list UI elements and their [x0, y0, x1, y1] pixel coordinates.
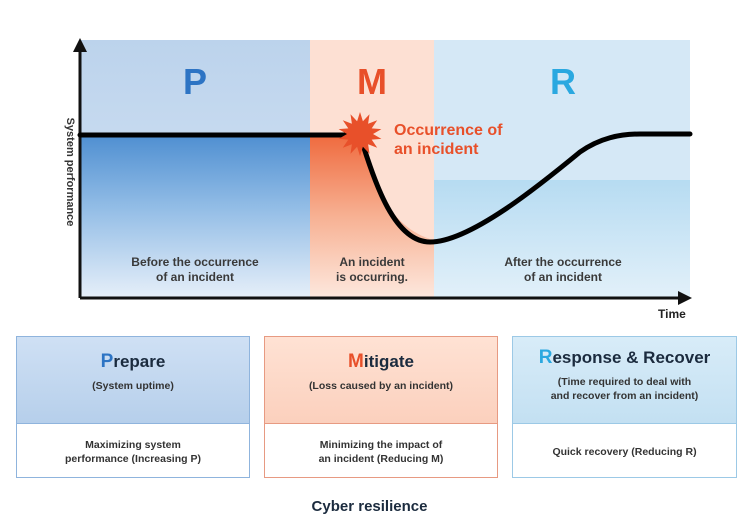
incident-label-line2: an incident	[394, 141, 479, 158]
prepare-card-subtitle: (System uptime)	[92, 380, 174, 392]
phase-letter-m: M	[357, 61, 387, 102]
phase-caption-m-line2: is occurring.	[336, 270, 408, 284]
mitigate-card: Mitigate (Loss caused by an incident) Mi…	[264, 336, 498, 478]
phase-letter-p: P	[183, 61, 207, 102]
recover-region-lower	[434, 180, 690, 298]
phase-caption-r-line1: After the occurrence	[504, 255, 622, 269]
phase-caption-p-line2: of an incident	[156, 270, 234, 284]
phase-caption-p-line1: Before the occurrence	[131, 255, 259, 269]
resilience-diagram: P M R Occurrence of an incident Before t…	[64, 38, 693, 321]
mitigate-card-subtitle: (Loss caused by an incident)	[308, 380, 454, 392]
prepare-card: Prepare (System uptime) Maximizing syste…	[16, 336, 250, 478]
incident-label-line1: Occurrence of	[394, 122, 503, 139]
diagram-caption: Cyber resilience	[311, 498, 428, 515]
performance-curve	[77, 131, 693, 245]
mitigate-card-title: Mitigate	[348, 351, 414, 372]
phase-letter-r: R	[550, 61, 576, 102]
phase-caption-m-line1: An incident	[339, 255, 404, 269]
y-axis-arrow-icon	[73, 38, 87, 52]
recover-card-description: Quick recovery (Reducing R)	[513, 423, 736, 479]
incident-burst-icon	[338, 112, 382, 156]
phase-caption-r-line2: of an incident	[524, 270, 602, 284]
prepare-region-lower	[80, 135, 310, 298]
prepare-card-title: Prepare	[100, 351, 166, 372]
mitigate-loss-area	[310, 135, 434, 298]
recover-card: Response & Recover (Time required to dea…	[512, 336, 737, 478]
incident-burst-shape	[338, 112, 382, 156]
x-axis-arrow-icon	[678, 291, 692, 305]
x-axis-label: Time	[658, 307, 686, 321]
recover-card-title: Response & Recover	[538, 347, 711, 368]
y-axis-label: System performance	[64, 118, 76, 227]
